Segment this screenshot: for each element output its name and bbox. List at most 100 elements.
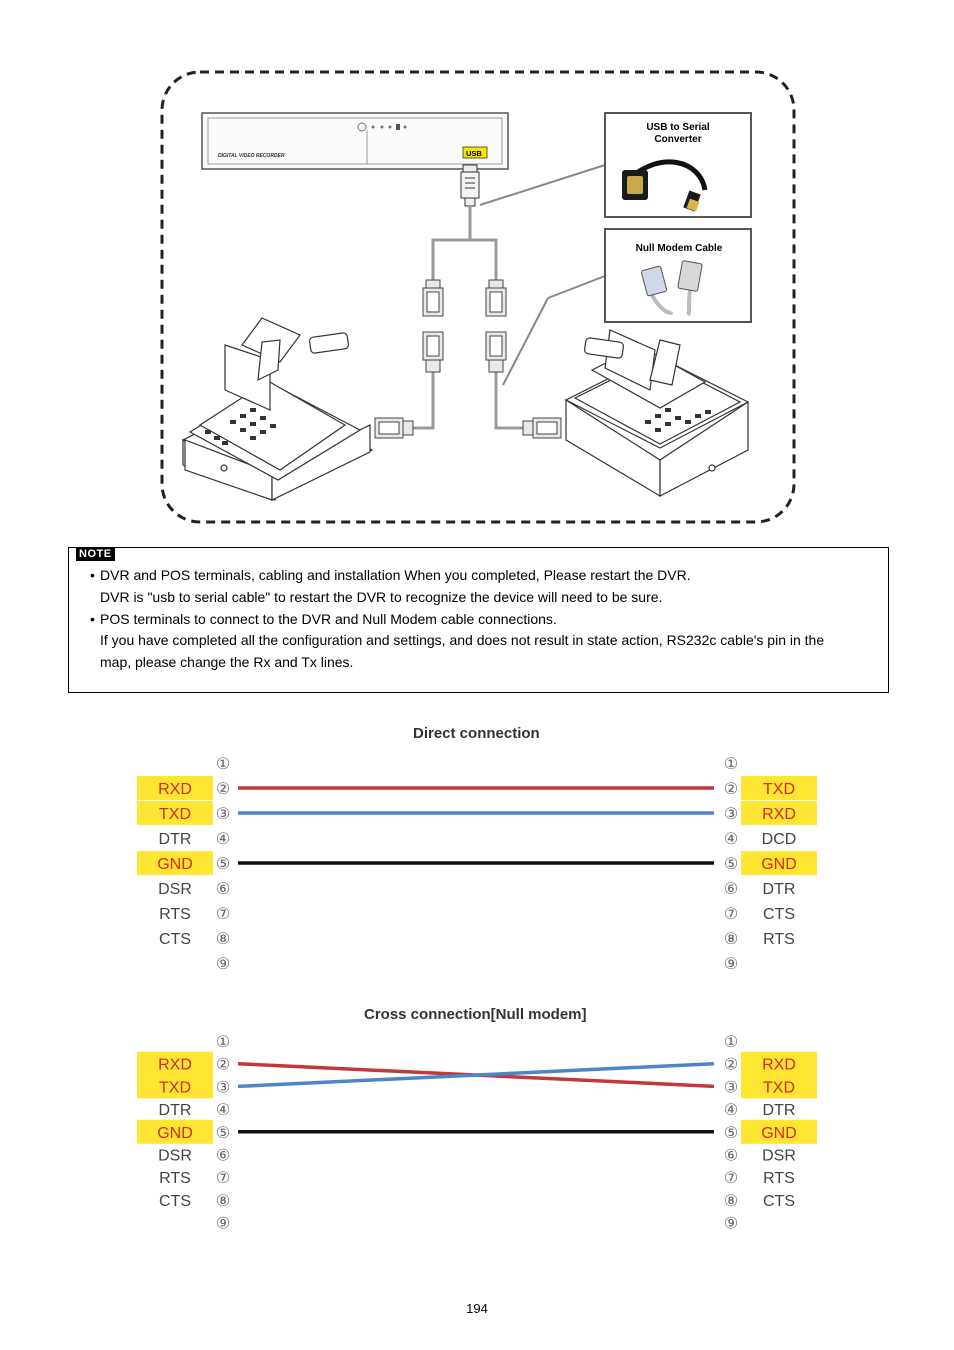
cross-right-pin-3: ③ xyxy=(724,1079,738,1096)
cross-right-signal-rxd: RXD xyxy=(762,1057,796,1074)
cross-right-highlight-3 xyxy=(741,1074,817,1099)
cross-left-pin-7: ⑦ xyxy=(216,1170,230,1187)
cross-right-highlight-5 xyxy=(741,1119,817,1144)
direct-left-signal-gnd: GND xyxy=(157,856,193,873)
cross-right-signal-dsr: DSR xyxy=(762,1148,796,1165)
direct-left-pin-3: ③ xyxy=(216,806,230,823)
direct-right-highlight-5 xyxy=(741,851,817,875)
note-box: NOTE DVR and POS terminals, cabling and … xyxy=(68,547,889,693)
direct-left-pin-5: ⑤ xyxy=(216,856,230,873)
direct-right-pin-1: ① xyxy=(724,756,738,773)
db9-connector-left-top xyxy=(422,279,444,317)
cross-left-pin-6: ⑥ xyxy=(216,1148,230,1165)
direct-left-pin-8: ⑧ xyxy=(216,931,230,948)
null-modem-cable-box: Null Modem Cable xyxy=(604,228,752,323)
cross-right-signal-dtr: DTR xyxy=(763,1102,796,1119)
direct-connection-title: Direct connection xyxy=(413,725,540,742)
note-text: DVR and POS terminals, cabling and insta… xyxy=(90,565,880,674)
note-bullet-1-cont: DVR is "usb to serial cable" to restart … xyxy=(100,588,663,605)
cross-left-signal-txd: TXD xyxy=(159,1079,191,1096)
cross-left-pin-1: ① xyxy=(216,1034,230,1051)
direct-right-pin-6: ⑥ xyxy=(724,881,738,898)
direct-left-pin-1: ① xyxy=(216,756,230,773)
cross-left-signal-cts: CTS xyxy=(159,1193,191,1210)
direct-right-signal-dcd: DCD xyxy=(762,831,797,848)
direct-right-pin-2: ② xyxy=(724,781,738,798)
note-tag: NOTE xyxy=(76,548,115,561)
direct-right-signal-rts: RTS xyxy=(763,931,795,948)
cross-right-pin-2: ② xyxy=(724,1057,738,1074)
cross-right-signal-cts: CTS xyxy=(763,1193,795,1210)
cross-left-pin-9: ⑨ xyxy=(216,1216,230,1233)
note-bullet-2-cont-2: map, please change the Rx and Tx lines. xyxy=(100,654,354,671)
direct-left-pin-7: ⑦ xyxy=(216,906,230,923)
direct-right-pin-5: ⑤ xyxy=(724,856,738,873)
cross-left-signal-rxd: RXD xyxy=(158,1057,192,1074)
note-bullet-2-cont-1: If you have completed all the configurat… xyxy=(100,632,825,649)
usb-serial-title-1: USB to Serial xyxy=(646,122,710,133)
callout-lines xyxy=(479,164,606,386)
direct-left-signal-dtr: DTR xyxy=(159,831,192,848)
direct-right-pin-8: ⑧ xyxy=(724,931,738,948)
direct-left-pin-9: ⑨ xyxy=(216,956,230,973)
connection-diagram: DIGITAL VIDEO RECORDER USB xyxy=(160,70,796,524)
null-modem-title: Null Modem Cable xyxy=(636,243,723,254)
direct-right-highlight-3 xyxy=(741,801,817,825)
direct-left-signal-cts: CTS xyxy=(159,931,191,948)
cross-left-pin-4: ④ xyxy=(216,1102,230,1119)
direct-left-signal-rts: RTS xyxy=(159,906,191,923)
usb-serial-converter-box: USB to Serial Converter xyxy=(604,112,752,218)
db9-connector-register-left xyxy=(374,417,414,439)
direct-left-signal-rxd: RXD xyxy=(158,781,192,798)
cable-tree xyxy=(411,206,525,430)
cross-right-pin-5: ⑤ xyxy=(724,1125,738,1142)
db9-connector-left-bottom xyxy=(422,331,444,373)
cross-right-pin-8: ⑧ xyxy=(724,1193,738,1210)
cross-right-pin-7: ⑦ xyxy=(724,1170,738,1187)
diagram-frame xyxy=(160,70,796,524)
direct-right-highlight-2 xyxy=(741,776,817,800)
cash-register-left xyxy=(181,317,374,501)
db9-connector-right-top xyxy=(485,279,507,317)
direct-right-pin-7: ⑦ xyxy=(724,906,738,923)
direct-left-pin-2: ② xyxy=(216,781,230,798)
note-bullet-1: DVR and POS terminals, cabling and insta… xyxy=(90,565,880,587)
cross-right-signal-rts: RTS xyxy=(763,1170,795,1187)
note-bullet-2: POS terminals to connect to the DVR and … xyxy=(90,609,880,631)
dvr-label: DIGITAL VIDEO RECORDER xyxy=(218,153,285,159)
usb-label: USB xyxy=(466,149,482,158)
cross-right-pin-1: ① xyxy=(724,1034,738,1051)
direct-left-highlight-3 xyxy=(137,801,213,825)
cross-wire-txd-rxd xyxy=(237,1061,715,1089)
cross-left-signal-gnd: GND xyxy=(157,1125,193,1142)
direct-left-highlight-5 xyxy=(137,851,213,875)
usb-port-badge xyxy=(462,146,488,159)
cross-right-pin-9: ⑨ xyxy=(724,1216,738,1233)
db9-connector-right-bottom xyxy=(485,331,507,373)
direct-right-signal-dtr: DTR xyxy=(763,881,796,898)
direct-right-pin-4: ④ xyxy=(724,831,738,848)
direct-left-highlight-2 xyxy=(137,776,213,800)
usb-plug xyxy=(460,164,480,207)
cross-left-pin-2: ② xyxy=(216,1057,230,1074)
direct-left-pin-4: ④ xyxy=(216,831,230,848)
cross-right-pin-4: ④ xyxy=(724,1102,738,1119)
direct-left-signal-txd: TXD xyxy=(159,806,191,823)
direct-right-signal-txd: TXD xyxy=(763,781,795,798)
cross-right-highlight-2 xyxy=(741,1051,817,1076)
cross-connection-title: Cross connection[Null modem] xyxy=(364,1006,587,1023)
direct-right-signal-rxd: RXD xyxy=(762,806,796,823)
cross-left-highlight-2 xyxy=(137,1051,213,1076)
cross-left-signal-dsr: DSR xyxy=(158,1148,192,1165)
cross-left-pin-8: ⑧ xyxy=(216,1193,230,1210)
cross-right-pin-6: ⑥ xyxy=(724,1148,738,1165)
usb-serial-title-2: Converter xyxy=(654,134,701,145)
dvr-unit: DIGITAL VIDEO RECORDER USB xyxy=(201,112,509,170)
cross-right-signal-gnd: GND xyxy=(761,1125,797,1142)
cross-left-pin-5: ⑤ xyxy=(216,1125,230,1142)
cash-register-right xyxy=(564,329,750,498)
direct-right-pin-9: ⑨ xyxy=(724,956,738,973)
db9-connector-register-right xyxy=(522,417,562,439)
cross-left-pin-3: ③ xyxy=(216,1079,230,1096)
